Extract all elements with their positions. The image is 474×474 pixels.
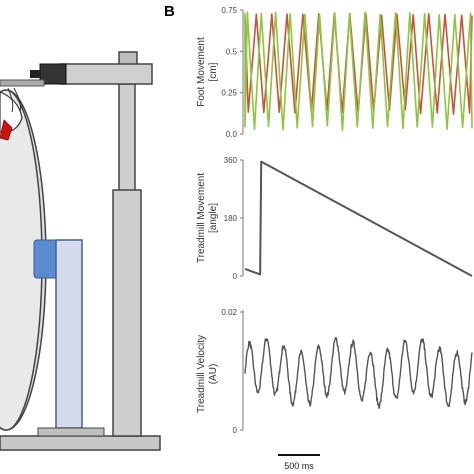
panel-letter: B: [164, 3, 175, 20]
clamp-knob: [30, 70, 40, 78]
base-plate: [0, 435, 161, 451]
angle-ylabel-line2: [angle]: [208, 203, 219, 233]
foot-movement-plot: Foot Movement [cm] 0.75 0.5 0.25 0.0: [196, 6, 473, 139]
y-tick-label: 0.0: [226, 130, 238, 139]
velocity-trace: [244, 337, 473, 409]
y-tick-label: 0.25: [221, 89, 237, 98]
treadmill-velocity-plot: Treadmill Velocity (AU) 0.02 0: [196, 308, 473, 435]
y-tick-label: 0.75: [221, 6, 237, 15]
drum-support: [55, 239, 83, 429]
mouse-whisker-lines: [7, 87, 21, 113]
y-tick-label: 0.5: [226, 47, 238, 56]
head-bar: [0, 79, 45, 87]
stand-upper: [118, 83, 136, 193]
horizontal-arm: [59, 63, 153, 85]
angle-trace: [244, 160, 473, 277]
scale-bar-label: 500 ms: [284, 461, 314, 471]
stand-lower: [112, 189, 142, 437]
foot-trace-green: [244, 11, 473, 132]
y-tick-label: 0: [233, 426, 238, 435]
velocity-ylabel-line2: (AU): [208, 364, 219, 385]
apparatus-diagram: [0, 51, 161, 451]
y-tick-label: 360: [224, 156, 238, 165]
y-tick-label: 0.02: [221, 308, 237, 317]
support-foot: [37, 427, 105, 437]
treadmill-movement-plot: Treadmill Movement [angle] 360 180 0: [196, 156, 473, 281]
y-tick-label: 0: [233, 272, 238, 281]
mouse-paw: [0, 119, 13, 141]
axle-hub: [33, 239, 59, 279]
foot-ylabel-line1: Foot Movement: [196, 37, 207, 107]
velocity-ylabel-line1: Treadmill Velocity: [196, 335, 207, 413]
y-tick-label: 180: [224, 214, 238, 223]
foot-ylabel-line2: [cm]: [208, 62, 219, 81]
angle-ylabel-line1: Treadmill Movement: [196, 173, 207, 263]
